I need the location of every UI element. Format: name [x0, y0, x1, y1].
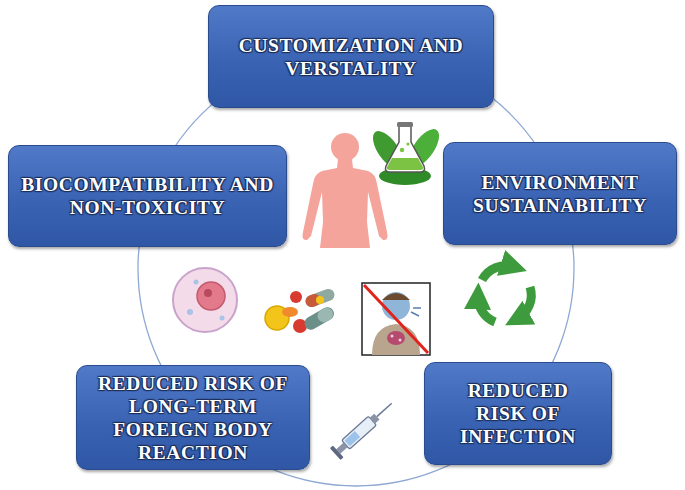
human-figure: [303, 133, 388, 248]
no-infection-icon-part: [391, 335, 394, 338]
syringe-icon-part: [377, 403, 392, 416]
benefit-box: CUSTOMIZATION AND VERSTALITY: [208, 5, 494, 108]
green-flask-icon-part: [386, 126, 425, 172]
pills-icon-part: [304, 287, 336, 309]
cell-icon: [173, 268, 237, 332]
green-flask-icon: [367, 122, 445, 185]
pills-icon: [265, 287, 336, 333]
green-flask-icon-part: [406, 142, 409, 145]
cell-icon-part: [220, 316, 225, 321]
pills-icon-part: [302, 305, 336, 332]
recycle-icon-part: [517, 287, 531, 319]
recycle-icon-part: [482, 266, 514, 280]
pills-icon-part: [316, 296, 324, 304]
syringe-icon: [330, 397, 397, 460]
recycle-icon: [478, 266, 531, 322]
syringe-icon-part: [344, 431, 360, 446]
pills-icon-part: [290, 291, 302, 303]
no-infection-icon-part: [399, 339, 402, 342]
cell-icon-part: [173, 268, 237, 332]
no-infection-icon-part: [387, 331, 405, 345]
human-figure-part: [331, 133, 359, 161]
human-figure-part: [303, 159, 388, 248]
benefit-box: ENVIRONMENT SUSTAINABILITY: [443, 142, 677, 245]
benefit-box: BIOCOMPATIBILITY AND NON-TOXICITY: [8, 145, 287, 247]
green-flask-icon-part: [400, 148, 404, 152]
benefit-box: REDUCED RISK OF LONG-TERM FOREIGN BODY R…: [76, 365, 310, 470]
no-infection-icon: [362, 283, 430, 355]
benefit-label: CUSTOMIZATION AND VERSTALITY: [221, 34, 481, 80]
cell-icon-part: [204, 289, 212, 297]
benefit-label: REDUCED RISK OF LONG-TERM FOREIGN BODY R…: [89, 372, 297, 464]
no-infection-icon-part: [372, 324, 420, 355]
pills-icon-part: [282, 307, 298, 317]
benefit-label: ENVIRONMENT SUSTAINABILITY: [458, 171, 662, 217]
cell-icon-part: [197, 282, 225, 310]
syringe-icon-part: [342, 416, 377, 449]
cell-icon-part: [187, 309, 193, 315]
pills-icon-part: [315, 305, 335, 324]
syringe-icon-part: [330, 445, 344, 460]
green-flask-icon-part: [397, 122, 413, 127]
cell-icon-part: [194, 280, 199, 285]
recycle-icon-part: [478, 296, 495, 322]
no-infection-icon-part: [382, 292, 410, 320]
no-infection-icon-part: [382, 293, 410, 300]
benefit-label: BIOCOMPATIBILITY AND NON-TOXICITY: [21, 173, 274, 219]
no-infection-icon-part: [362, 283, 430, 355]
benefit-box: REDUCED RISK OF INFECTION: [424, 362, 612, 465]
green-flask-icon-part: [387, 158, 423, 170]
benefit-label: REDUCED RISK OF INFECTION: [443, 379, 593, 448]
no-infection-icon-part: [411, 308, 421, 316]
no-infection-icon-part: [364, 285, 428, 353]
